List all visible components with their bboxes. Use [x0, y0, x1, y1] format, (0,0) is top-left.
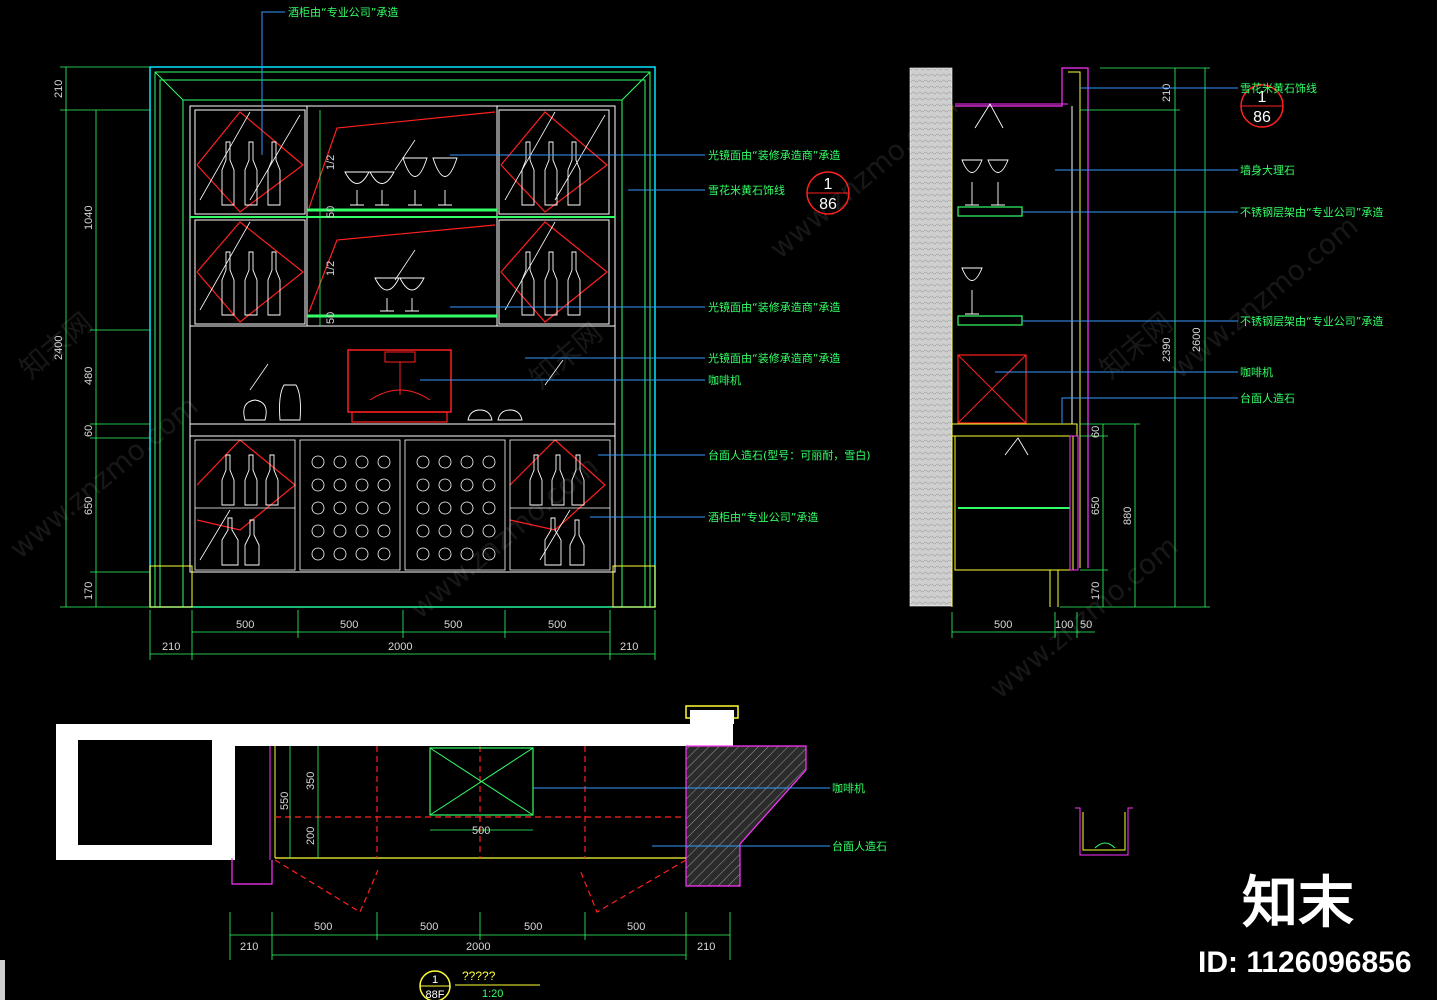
side-bottom-dim-100: 100	[1055, 619, 1073, 631]
side-note-steel-shelf-2: 不锈钢层架由“专业公司”承造	[1240, 314, 1383, 328]
front-left-dim-170: 170	[83, 582, 95, 600]
side-dim-210: 210	[1161, 84, 1173, 102]
side-note-countertop: 台面人造石	[1240, 391, 1295, 405]
plan-title-sheet: 88F	[426, 989, 445, 1000]
front-bottom-dim-3: 210	[620, 641, 638, 653]
side-callout-sheet: 86	[1253, 109, 1271, 126]
side-dim-650: 650	[1090, 497, 1102, 515]
note-mirror-2: 光镜面由“装修承造商”承造	[708, 300, 840, 314]
front-bottom-dim-2: 2000	[388, 641, 412, 653]
front-top-dim-2: 500	[340, 619, 358, 631]
front-top-dim-4: 500	[548, 619, 566, 631]
note-marble-trim: 雪花米黄石饰线	[708, 183, 785, 197]
plan-top-dim-1: 500	[314, 921, 332, 933]
side-note-coffee-machine: 咖啡机	[1240, 365, 1273, 379]
wm-repeat-4: www.znzmo.com	[1163, 209, 1364, 385]
plan-top-dim-4: 500	[627, 921, 645, 933]
plan-title-num: 1	[432, 974, 438, 986]
scroll-edge	[0, 960, 5, 1000]
front-inner-dim-half-2: 1/2	[325, 261, 337, 276]
side-dim-880: 880	[1122, 507, 1134, 525]
marble-wall	[909, 67, 953, 607]
plan-note-coffee-machine: 咖啡机	[832, 781, 865, 795]
front-callout-bubble: 1 86	[806, 171, 850, 215]
side-callout-bubble: 1 86	[1240, 84, 1284, 128]
side-section: 210 2390 2600 60 650 880 170 500 100 50 …	[909, 67, 1383, 638]
plan-top-dim-2: 500	[420, 921, 438, 933]
plan-dim-550: 550	[279, 792, 291, 810]
note-mirror-3: 光镜面由“装修承造商”承造	[708, 351, 840, 365]
note-wine-cabinet-bottom: 酒柜由“专业公司”承造	[708, 510, 818, 524]
plan-title-block: 1 88F ????? 1:20	[419, 969, 540, 1000]
front-top-dim-3: 500	[444, 619, 462, 631]
plan-title-name: ?????	[462, 969, 496, 983]
repeat-watermark: www.znzmo.com www.znzmo.com www.znzmo.co…	[3, 89, 1364, 705]
side-dim-170: 170	[1090, 582, 1102, 600]
front-left-dim-1040: 1040	[83, 206, 95, 230]
plan-view: 550 350 200 500 500 500 500 500 210 2000…	[56, 705, 887, 1000]
front-bottom-dim-1: 210	[162, 641, 180, 653]
front-top-dim-1: 500	[236, 619, 254, 631]
side-bottom-dim-50: 50	[1080, 619, 1092, 631]
front-left-dim-480: 480	[83, 367, 95, 385]
side-dim-2600: 2600	[1191, 328, 1203, 352]
countertop-hatch	[685, 745, 807, 887]
plan-bottom-dim-1: 210	[240, 941, 258, 953]
plan-machine-dim: 500	[472, 825, 490, 837]
coffee-machine-elevation	[347, 349, 452, 423]
front-inner-dim-50-2: 50	[325, 312, 337, 324]
plan-bottom-dim-3: 210	[697, 941, 715, 953]
front-inner-dim-half-1: 1/2	[325, 155, 337, 170]
front-left-dim-210: 210	[53, 80, 65, 98]
plan-bottom-dim-2: 2000	[466, 941, 490, 953]
front-left-dim-2400: 2400	[53, 336, 65, 360]
side-note-marble-trim: 雪花米黄石饰线	[1240, 81, 1317, 95]
front-left-dim-60: 60	[83, 425, 95, 437]
wine-rack-bottles	[311, 455, 496, 561]
side-dim-60: 60	[1090, 426, 1102, 438]
side-note-wall-marble: 墙身大理石	[1240, 163, 1295, 177]
plan-dim-350: 350	[305, 772, 317, 790]
plan-wall	[56, 724, 733, 860]
side-dim-2390: 2390	[1161, 338, 1173, 362]
front-left-dim-650: 650	[83, 497, 95, 515]
wm-repeat-5: www.znzmo.com	[983, 529, 1184, 705]
side-callout-num: 1	[1258, 89, 1267, 106]
side-note-steel-shelf-1: 不锈钢层架由“专业公司”承造	[1240, 205, 1383, 219]
front-elevation: 500 500 500 500 210 2000 210 210 1040 24…	[53, 5, 871, 660]
coffee-machine-plan	[429, 747, 534, 816]
plan-title-scale: 1:20	[482, 988, 503, 1000]
side-bottom-dim-500: 500	[994, 619, 1012, 631]
note-mirror-1: 光镜面由“装修承造商”承造	[708, 148, 840, 162]
watermark-logo-text: 知末	[1242, 871, 1354, 936]
front-inner-dim-50-1: 50	[325, 206, 337, 218]
plan-dim-200: 200	[305, 827, 317, 845]
wm-repeat-1: www.znzmo.com	[3, 389, 204, 565]
note-coffee-machine: 咖啡机	[708, 373, 741, 387]
plan-note-countertop: 台面人造石	[832, 839, 887, 853]
front-callout-num: 1	[824, 176, 833, 193]
note-countertop: 台面人造石(型号：可丽耐，雪白)	[708, 448, 871, 462]
note-wine-cabinet-top: 酒柜由“专业公司”承造	[288, 5, 398, 19]
wm-repeat-brand-2: 知末网	[523, 316, 609, 395]
small-detail	[1075, 807, 1133, 856]
front-callout-sheet: 86	[819, 196, 837, 213]
plan-top-dim-3: 500	[524, 921, 542, 933]
watermark-logo: 知末 ID: 1126096856	[1198, 871, 1412, 979]
watermark-id: ID: 1126096856	[1198, 946, 1412, 979]
cabinet-body	[189, 105, 616, 573]
